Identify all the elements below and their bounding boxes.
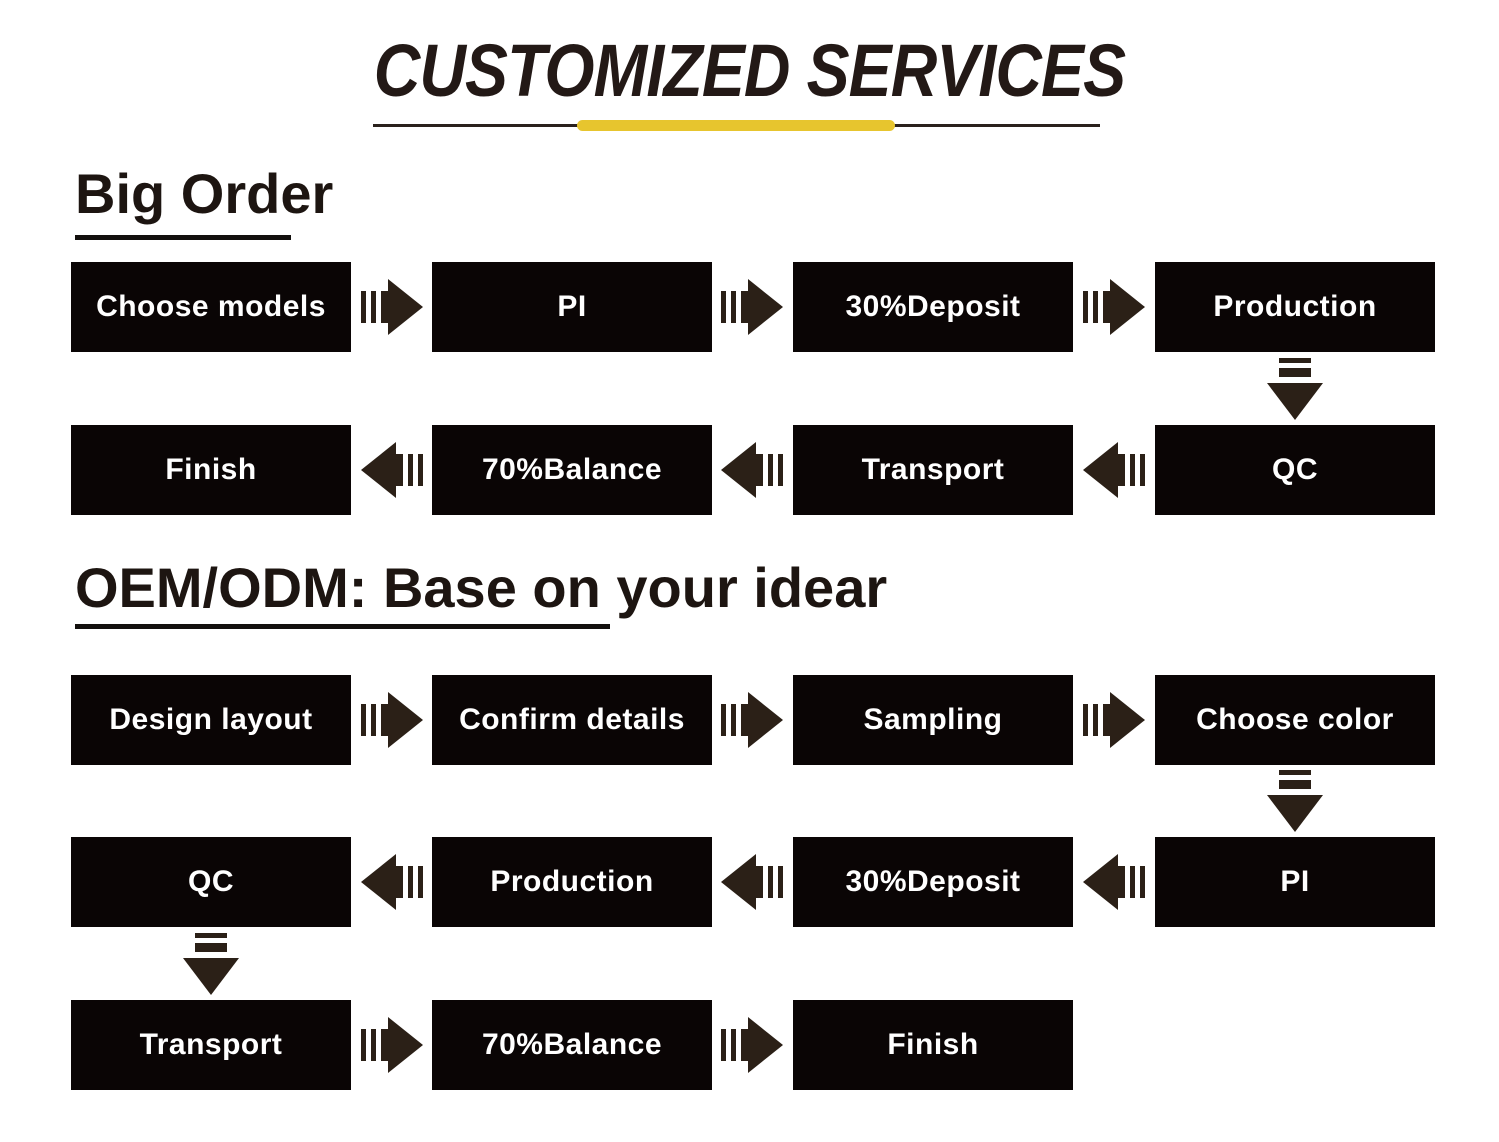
flow-arrow-down-icon [183, 933, 239, 995]
step-oem-70-balance: 70%Balance [432, 1000, 712, 1090]
flow-arrow-left-icon [361, 854, 423, 910]
flow-arrow-right-icon [1083, 692, 1145, 748]
step-oem-confirm-details: Confirm details [432, 675, 712, 765]
flow-arrow-right-icon [1083, 279, 1145, 335]
title-underline-yellow-accent [577, 120, 895, 131]
page-title: CUSTOMIZED SERVICES [373, 29, 1126, 112]
step-big-finish: Finish [71, 425, 351, 515]
step-oem-design-layout: Design layout [71, 675, 351, 765]
flow-arrow-left-icon [1083, 442, 1145, 498]
step-big-30-deposit: 30%Deposit [793, 262, 1073, 352]
flow-arrow-right-icon [721, 1017, 783, 1073]
step-big-pi: PI [432, 262, 712, 352]
step-oem-choose-color: Choose color [1155, 675, 1435, 765]
step-big-choose-models: Choose models [71, 262, 351, 352]
title-underline [373, 119, 1100, 132]
oem-odm-heading-underline [75, 624, 610, 629]
step-oem-pi: PI [1155, 837, 1435, 927]
step-oem-production: Production [432, 837, 712, 927]
flow-arrow-right-icon [361, 1017, 423, 1073]
flow-arrow-right-icon [361, 692, 423, 748]
flow-arrow-down-icon [1267, 770, 1323, 832]
step-oem-sampling: Sampling [793, 675, 1073, 765]
step-oem-30-deposit: 30%Deposit [793, 837, 1073, 927]
flow-arrow-left-icon [721, 442, 783, 498]
step-oem-qc: QC [71, 837, 351, 927]
flow-arrow-left-icon [1083, 854, 1145, 910]
flow-arrow-left-icon [361, 442, 423, 498]
flow-arrow-down-icon [1267, 358, 1323, 420]
step-oem-finish: Finish [793, 1000, 1073, 1090]
section-heading-oem-odm: OEM/ODM: Base on your idear [75, 556, 888, 619]
step-big-transport: Transport [793, 425, 1073, 515]
step-big-qc: QC [1155, 425, 1435, 515]
flow-arrow-right-icon [721, 279, 783, 335]
big-order-heading-underline [75, 235, 291, 240]
flow-arrow-right-icon [361, 279, 423, 335]
flow-arrow-left-icon [721, 854, 783, 910]
step-big-production: Production [1155, 262, 1435, 352]
step-oem-transport: Transport [71, 1000, 351, 1090]
flow-arrow-right-icon [721, 692, 783, 748]
section-heading-big-order: Big Order [75, 162, 334, 225]
step-big-70-balance: 70%Balance [432, 425, 712, 515]
